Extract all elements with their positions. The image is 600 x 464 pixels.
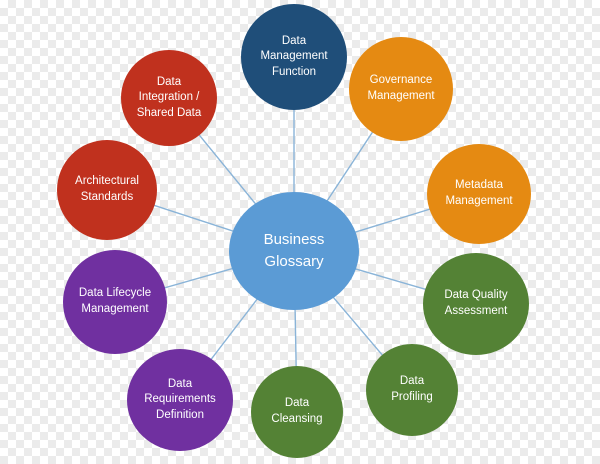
node-label: Data Requirements Definition (144, 377, 216, 421)
node-label: Data Lifecycle Management (78, 287, 152, 315)
node-label: Architectural Standards (75, 175, 139, 203)
node-label: Data Quality Assessment (444, 289, 508, 317)
node-data-quality-assessment: Data Quality Assessment (423, 253, 529, 355)
node-label: Data Integration / Shared Data (136, 75, 202, 119)
node-data-cleansing: Data Cleansing (251, 366, 343, 458)
hub-label: Business Glossary (263, 231, 325, 270)
node-label: Data Management Function (260, 34, 328, 78)
node-data-integration-shared-data: Data Integration / Shared Data (121, 50, 217, 146)
node-metadata-management: Metadata Management (427, 144, 531, 244)
node-label: Data Cleansing (271, 397, 323, 425)
node-governance-management: Governance Management (349, 37, 453, 141)
node-label: Metadata Management (445, 179, 513, 207)
node-data-management-function: Data Management Function (241, 4, 347, 110)
node-data-requirements-definition: Data Requirements Definition (127, 349, 233, 451)
hub-business-glossary: Business Glossary (229, 192, 359, 310)
node-data-profiling: Data Profiling (366, 344, 458, 436)
node-label: Governance Management (367, 74, 435, 102)
node-architectural-standards: Architectural Standards (57, 140, 157, 240)
node-label: Data Profiling (391, 375, 433, 403)
node-data-lifecycle-management: Data Lifecycle Management (63, 250, 167, 354)
